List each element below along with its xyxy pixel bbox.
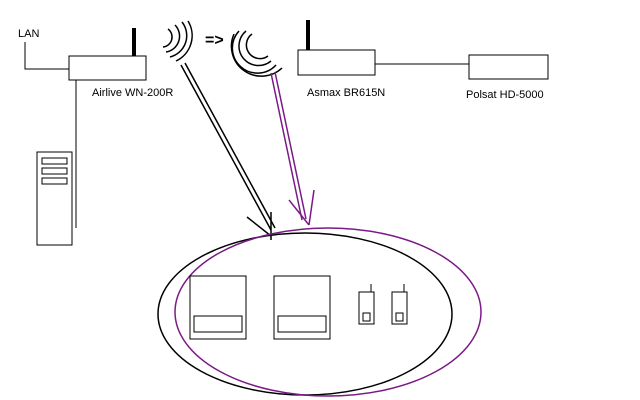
wifi-waves-left-icon <box>162 20 193 62</box>
decoder-label: Polsat HD-5000 <box>466 89 544 101</box>
purple-arrow <box>270 71 315 226</box>
router-asmax-label: Asmax BR615N <box>307 87 386 99</box>
wifi-adapter-2 <box>391 284 408 325</box>
wifi-waves-right-icon <box>230 30 283 77</box>
device-screen-1 <box>189 275 247 340</box>
zone-ellipse-purple <box>174 227 482 397</box>
router-airlive <box>68 28 147 81</box>
decoder-box <box>468 54 549 80</box>
lan-label: LAN <box>18 28 40 40</box>
lan-wire <box>24 42 69 70</box>
black-arrow <box>180 62 276 240</box>
pc-tower <box>36 151 73 246</box>
router-airlive-label: Airlive WN-200R <box>92 87 174 99</box>
router-asmax <box>297 20 376 76</box>
device-screen-2 <box>273 275 331 340</box>
wifi-adapter-1 <box>358 284 375 325</box>
arrow-label: => <box>205 32 224 49</box>
